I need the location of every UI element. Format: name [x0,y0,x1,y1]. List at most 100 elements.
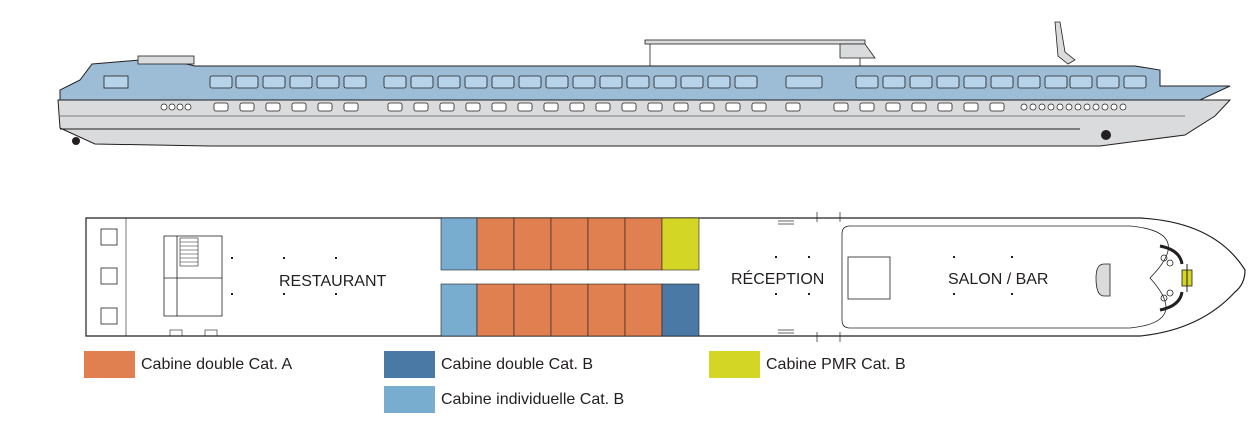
window [316,75,340,89]
legend-swatch [384,351,435,378]
cabin-double-a [550,217,589,271]
porthole [317,102,333,112]
window [1017,75,1041,89]
window [383,75,407,89]
ship-side-profile [57,21,1232,147]
restaurant-columns [231,257,337,295]
porthole [265,102,281,112]
porthole [673,102,689,112]
window [545,75,569,89]
legend-label: Cabine double Cat. A [141,355,293,373]
mast [1054,21,1076,65]
porthole [168,103,176,111]
window [936,75,960,89]
window [1123,75,1147,89]
porthole [911,102,927,112]
legend-cabine-double-a: Cabine double Cat. A [84,351,292,378]
porthole [963,102,979,112]
porthole [989,102,1005,112]
window [262,75,286,89]
salon-central-room [847,256,891,300]
porthole [699,102,715,112]
legend-label: Cabine double Cat. B [441,355,594,373]
sun-deck-canopy [644,39,866,45]
porthole [413,102,429,112]
cabin-double-a [476,217,515,271]
window [734,75,758,89]
porthole [885,102,901,112]
reception-label: RÉCEPTION [731,269,824,288]
porthole [1092,103,1100,111]
porthole [751,102,767,112]
window [855,75,879,89]
window [882,75,906,89]
porthole [387,102,403,112]
window [1096,75,1120,89]
porthole [1056,103,1064,111]
reception-stairs [778,212,841,342]
propeller-icon [72,137,80,145]
window [599,75,623,89]
deck-plan: RESTAURANT [85,212,1246,342]
legend-swatch [709,351,760,378]
window [437,75,461,89]
porthole [569,102,585,112]
porthole [343,102,359,112]
hull [57,99,1232,147]
window [963,75,987,89]
porthole [621,102,637,112]
window [491,75,515,89]
cabin-double-a [624,283,663,337]
window [209,75,233,89]
window [626,75,650,89]
legend-swatch [384,386,435,413]
porthole [1119,103,1127,111]
legend-cabine-pmr-b: Cabine PMR Cat. B [709,351,906,378]
porthole [1110,103,1118,111]
cabin-double-a [513,217,552,271]
window [680,75,704,89]
porthole [595,102,611,112]
window [103,75,129,89]
cabin-pmr [661,217,700,271]
porthole [291,102,307,112]
cabin-double-a [476,283,515,337]
legend-label: Cabine individuelle Cat. B [441,390,625,408]
restaurant-label: RESTAURANT [279,273,386,290]
window [653,75,677,89]
cabin-double-a [513,283,552,337]
porthole [725,102,741,112]
porthole [647,102,663,112]
porthole [1020,103,1028,111]
anchor-icon [1101,130,1111,140]
porthole [543,102,559,112]
porthole [184,103,192,111]
cabin-double-a [587,217,626,271]
porthole [176,103,184,111]
window [1044,75,1068,89]
window [990,75,1014,89]
stairs [163,235,223,337]
porthole [859,102,875,112]
window [1069,75,1093,89]
porthole [491,102,507,112]
legend-cabine-individuelle-b: Cabine individuelle Cat. B [384,386,624,413]
legend-cabine-double-b: Cabine double Cat. B [384,351,593,378]
legend-swatch [84,351,135,378]
porthole [465,102,481,112]
legend-label: Cabine PMR Cat. B [766,355,906,373]
window [909,75,933,89]
porthole [1047,103,1055,111]
porthole [785,102,801,112]
upper-deck-windows [103,75,1147,89]
window [518,75,542,89]
window [707,75,731,89]
cabin-individuelle [440,283,478,337]
porthole [1065,103,1073,111]
salon-bar-label: SALON / BAR [948,271,1048,288]
porthole [239,102,255,112]
porthole [833,102,849,112]
window [572,75,596,89]
cabin-double-a [587,283,626,337]
